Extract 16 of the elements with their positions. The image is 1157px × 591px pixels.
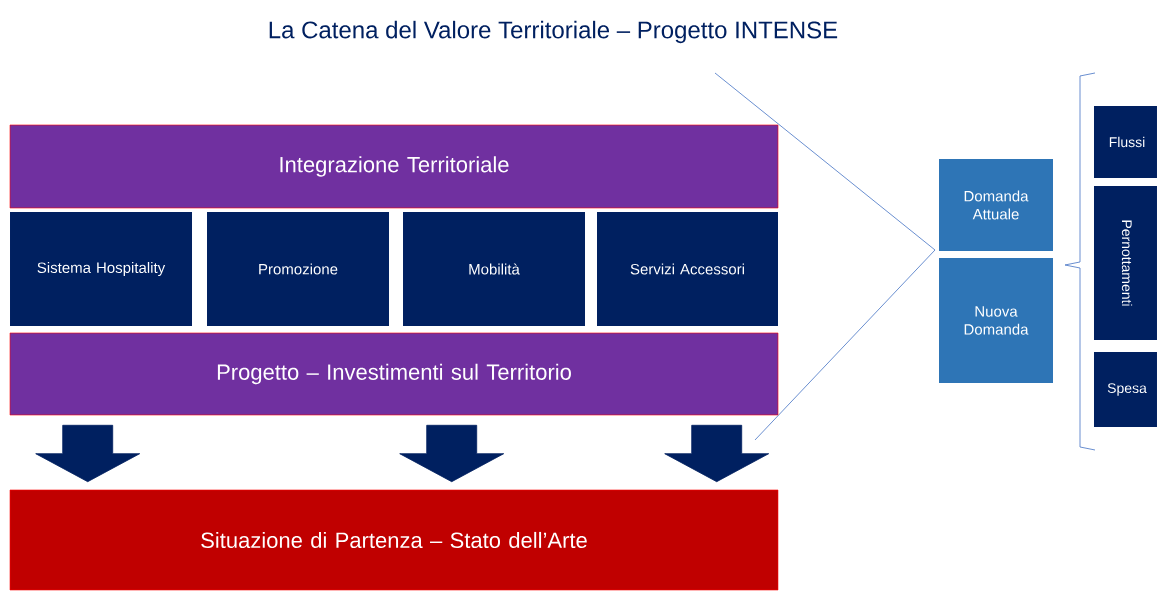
demand-box: Nuova Domanda	[939, 258, 1053, 383]
block-arrow	[399, 424, 505, 483]
category-box: Sistema Hospitality	[10, 212, 192, 326]
block-arrow	[664, 424, 770, 483]
metric-box: Flussi	[1094, 106, 1157, 178]
block-arrow	[35, 424, 141, 483]
metric-box: Spesa	[1094, 352, 1157, 427]
category-box: Promozione	[207, 212, 389, 326]
demand-box: Domanda Attuale	[939, 159, 1053, 251]
category-box: Mobilità	[403, 212, 585, 326]
title: La Catena del Valore Territoriale – Progetto INTENSE	[269, 20, 838, 44]
band: Progetto – Investimenti sul Territorio	[9, 332, 779, 416]
band: Situazione di Partenza – Stato dell’Arte	[9, 489, 779, 591]
metric-box: Pernottamenti	[1094, 186, 1157, 340]
band: Integrazione Territoriale	[9, 124, 779, 209]
category-box: Servizi Accessori	[597, 212, 778, 326]
